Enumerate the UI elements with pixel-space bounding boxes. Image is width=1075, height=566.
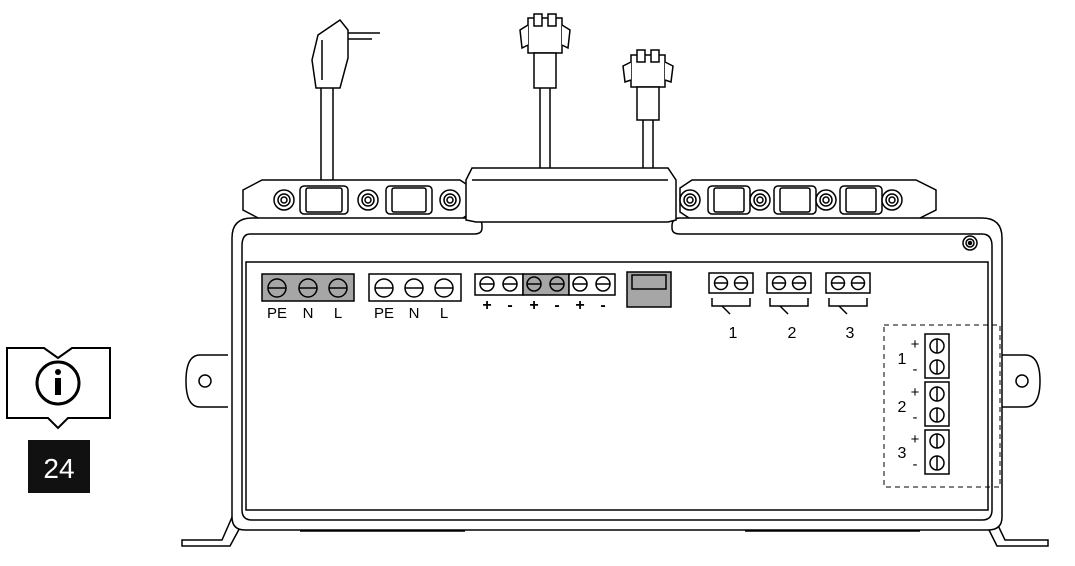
terminal-label-pe: PE	[267, 305, 287, 322]
housing	[181, 167, 1049, 547]
svg-text:2: 2	[898, 399, 907, 416]
ground-screw-icon	[962, 235, 978, 251]
mounting-flange-left	[185, 354, 228, 408]
small-terminal-label: 2	[788, 325, 797, 342]
terminal-label-n: N	[303, 305, 314, 322]
small-terminal-1	[708, 272, 754, 315]
svg-text:3: 3	[898, 445, 907, 462]
cables	[320, 88, 654, 182]
svg-text:+: +	[911, 336, 920, 353]
info-book-icon	[6, 347, 111, 430]
connector-plug-icon	[519, 13, 571, 89]
info-badge: 24	[6, 347, 111, 493]
foot-left	[181, 514, 244, 547]
terminal-panel	[245, 261, 989, 511]
svg-text:-: -	[600, 297, 605, 314]
control-module	[626, 271, 672, 308]
cable-clamp-left	[242, 179, 473, 221]
terminal-label-n: N	[409, 305, 420, 322]
svg-text:-: -	[507, 297, 512, 314]
terminal-label-pe: PE	[374, 305, 394, 322]
connector-plug-icon	[622, 49, 674, 121]
svg-text:+: +	[911, 384, 920, 401]
side-terminal-labels: 1 + - 2 + - 3 + -	[898, 336, 920, 473]
terminal-label-l: L	[440, 305, 448, 322]
mains-plug-icon	[311, 18, 380, 89]
mains-block-2: PE N L	[368, 273, 462, 322]
dc-polarity-labels: + - + - + -	[482, 297, 605, 314]
svg-text:+: +	[529, 297, 538, 314]
small-terminal-3	[825, 272, 871, 315]
small-terminal-label: 3	[846, 325, 855, 342]
small-terminal-label: 1	[729, 325, 738, 342]
svg-text:+: +	[482, 297, 491, 314]
mounting-hole-right	[1015, 374, 1029, 388]
dc-terminal-strip	[474, 273, 616, 296]
mounting-hole-left	[198, 374, 212, 388]
svg-text:-: -	[913, 361, 918, 378]
side-terminal-area	[883, 324, 1001, 488]
page-number-badge	[28, 440, 90, 493]
svg-text:1: 1	[898, 351, 907, 368]
side-terminal-block	[924, 333, 950, 475]
mounting-flange-right	[1002, 354, 1041, 408]
svg-text:-: -	[913, 456, 918, 473]
cable-clamp-right	[679, 179, 937, 221]
page-number: 24	[43, 453, 74, 484]
svg-text:+: +	[575, 297, 584, 314]
svg-text:+: +	[911, 431, 920, 448]
terminal-label-l: L	[334, 305, 342, 322]
foot-right	[984, 514, 1049, 547]
small-terminal-2	[766, 272, 812, 315]
mains-block-1: PE N L	[261, 273, 355, 322]
svg-text:-: -	[913, 409, 918, 426]
svg-text:-: -	[554, 297, 559, 314]
